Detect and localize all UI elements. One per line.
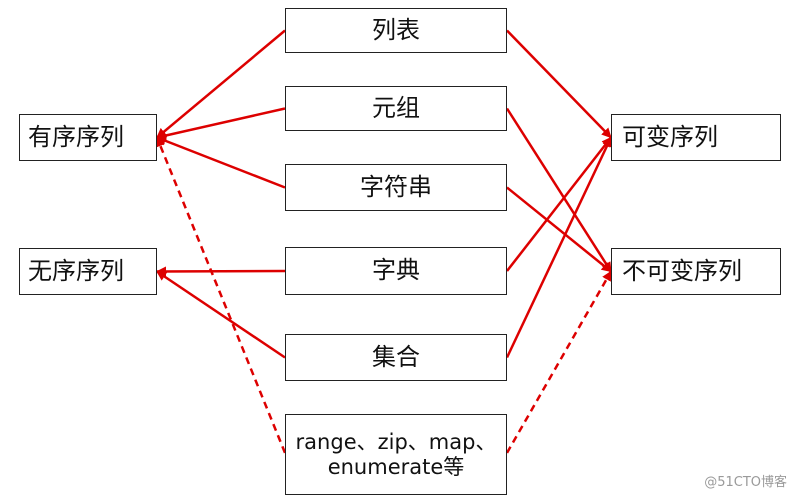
arrow-list-to-ordered [156, 29, 286, 139]
arrow-set-to-unordered [156, 270, 286, 359]
arrow-list-to-mutable [506, 29, 612, 139]
node-unordered-sequence: 无序序列 [19, 248, 157, 295]
node-string: 字符串 [285, 164, 507, 211]
arrow-set-to-mutable [505, 136, 613, 359]
arrow-tuple-to-ordered [156, 107, 286, 141]
arrow-range_etc-to-ordered [155, 136, 287, 454]
node-immutable-sequence: 不可变序列 [611, 248, 781, 295]
arrow-range_etc-to-immutable [505, 270, 613, 454]
arrow-tuple-to-immutable [505, 107, 613, 273]
node-mutable-sequence: 可变序列 [611, 114, 781, 161]
arrow-dict-to-mutable [506, 136, 612, 272]
node-dict: 字典 [285, 247, 507, 295]
node-range-zip-map-enumerate: range、zip、map、enumerate等 [285, 414, 507, 495]
node-list: 列表 [285, 8, 507, 53]
node-set: 集合 [285, 334, 507, 381]
watermark: @51CTO博客 [704, 475, 787, 490]
arrow-dict-to-unordered [156, 266, 286, 277]
arrow-string-to-immutable [506, 186, 612, 273]
node-ordered-sequence: 有序序列 [19, 114, 157, 161]
node-tuple: 元组 [285, 86, 507, 131]
arrow-string-to-ordered [156, 136, 286, 189]
